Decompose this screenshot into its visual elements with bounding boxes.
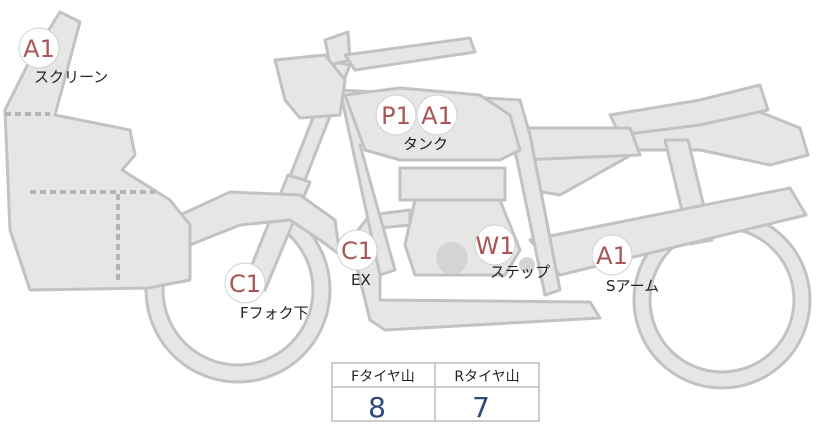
table-value-front: 8 <box>368 391 386 424</box>
engine-cover-small <box>519 257 535 273</box>
front-fender <box>178 190 342 257</box>
table-value-rear: 7 <box>472 391 490 424</box>
marker-code: P1 <box>381 102 411 130</box>
marker-sarm[interactable]: A1 <box>591 234 633 276</box>
fairing-panel-lines <box>5 112 155 280</box>
marker-code: A1 <box>596 242 628 270</box>
tread-table: Fタイヤ山 Rタイヤ山 8 7 <box>331 362 540 424</box>
marker-code: W1 <box>476 232 515 260</box>
engine-head <box>398 166 507 202</box>
marker-code: C1 <box>341 237 373 265</box>
marker-label: スクリーン <box>34 68 108 86</box>
marker-ex[interactable]: C1 <box>336 229 378 271</box>
front-fairing <box>3 10 192 292</box>
marker-ffork[interactable]: C1 <box>224 262 266 304</box>
marker-label: タンク <box>403 135 448 153</box>
engine-cover <box>436 242 468 274</box>
marker-label: ステップ <box>490 263 550 281</box>
marker-screen[interactable]: A1 <box>18 27 60 69</box>
marker-label: Fフォク下 <box>240 304 309 322</box>
marker-label: Sアーム <box>606 277 659 295</box>
marker-step[interactable]: W1 <box>474 224 516 266</box>
marker-code: C1 <box>229 270 261 298</box>
headlight <box>273 53 347 120</box>
handlebar-bar <box>343 36 477 72</box>
table-header-rear: Rタイヤ山 <box>454 369 519 385</box>
rear-wheel-rim <box>648 226 796 374</box>
motorcycle-illustration <box>3 10 812 390</box>
marker-code: A1 <box>421 102 453 130</box>
marker-tank-p[interactable]: P1 <box>375 94 417 136</box>
table-header-front: Fタイヤ山 <box>351 369 415 385</box>
marker-label: EX <box>351 271 371 289</box>
marker-tank-a[interactable]: A1 <box>416 94 458 136</box>
marker-code: A1 <box>23 35 55 63</box>
